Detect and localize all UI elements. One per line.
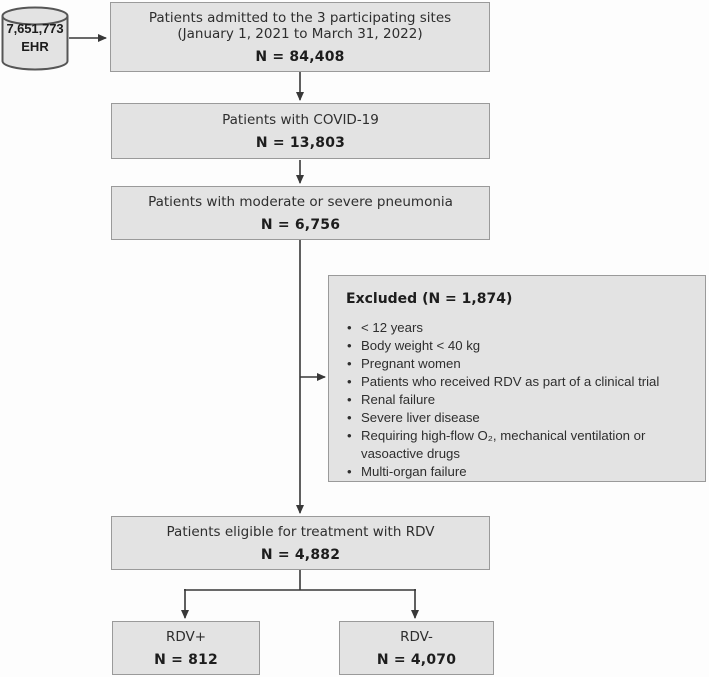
box-covid: Patients with COVID-19 N = 13,803 [111,103,490,159]
box-eligible: Patients eligible for treatment with RDV… [111,516,490,570]
database-cylinder-icon [1,6,69,71]
box-rdv-minus-n: N = 4,070 [376,651,457,668]
box-rdv-minus: RDV- N = 4,070 [339,621,494,675]
box-admitted-n: N = 84,408 [255,48,345,65]
box-excluded: Excluded (N = 1,874) < 12 years Body wei… [328,275,706,482]
box-admitted-title: Patients admitted to the 3 participating… [149,10,451,42]
cylinder-body-shape [1,16,69,71]
excluded-item: Renal failure [346,391,695,409]
box-rdv-minus-title: RDV- [400,628,433,645]
excluded-item: Requiring high-flow O₂, mechanical venti… [346,427,695,463]
box-covid-n: N = 13,803 [255,134,346,151]
box-pneumonia: Patients with moderate or severe pneumon… [111,186,490,240]
excluded-item: Severe liver disease [346,409,695,427]
box-rdv-plus-n: N = 812 [154,651,218,668]
cylinder-top-shape [1,6,69,26]
box-eligible-n: N = 4,882 [260,546,341,563]
box-eligible-title: Patients eligible for treatment with RDV [166,523,435,540]
excluded-item: Multi-organ failure [346,463,695,481]
excluded-item: Pregnant women [346,355,695,373]
box-admitted-line2: (January 1, 2021 to March 31, 2022) [177,25,423,42]
box-pneumonia-n: N = 6,756 [260,216,341,233]
excluded-item: Patients who received RDV as part of a c… [346,373,695,391]
box-rdv-plus: RDV+ N = 812 [112,621,260,675]
box-covid-title: Patients with COVID-19 [222,111,379,128]
excluded-list: < 12 years Body weight < 40 kg Pregnant … [346,319,695,481]
excluded-heading: Excluded (N = 1,874) [346,291,513,307]
excluded-item: < 12 years [346,319,695,337]
ehr-source-label: 7,651,773 EHR [2,21,68,54]
excluded-item: Body weight < 40 kg [346,337,695,355]
ehr-source-name: EHR [21,39,49,54]
box-pneumonia-title: Patients with moderate or severe pneumon… [148,193,453,210]
box-admitted: Patients admitted to the 3 participating… [110,2,490,72]
box-admitted-line1: Patients admitted to the 3 participating… [148,9,452,26]
box-rdv-plus-title: RDV+ [165,628,207,645]
ehr-record-count: 7,651,773 [6,21,64,36]
